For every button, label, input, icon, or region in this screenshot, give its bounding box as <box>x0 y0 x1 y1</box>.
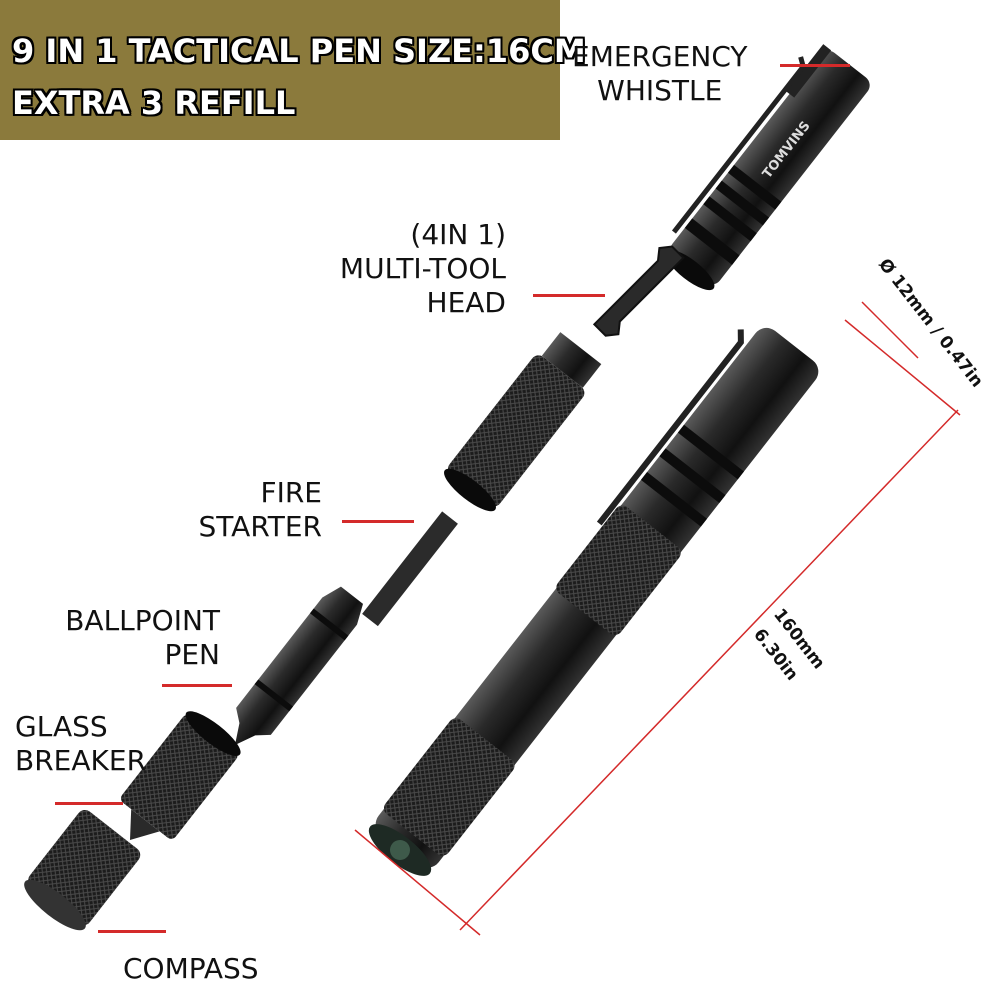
leader-fire-starter <box>342 520 414 523</box>
ballpoint-body <box>235 586 364 745</box>
leader-glass-breaker <box>55 802 123 805</box>
assembled-pen <box>368 327 819 876</box>
banner-title: 9 IN 1 TACTICAL PEN SIZE:16CM <box>12 32 586 70</box>
label-glass-breaker: GLASS BREAKER <box>15 710 147 777</box>
label-fire-starter: FIRE STARTER <box>198 476 322 543</box>
banner-subtitle: EXTRA 3 REFILL <box>12 84 296 122</box>
multi-tool-head <box>592 245 685 337</box>
diameter-dimension <box>861 301 919 359</box>
title-banner: 9 IN 1 TACTICAL PEN SIZE:16CM EXTRA 3 RE… <box>0 0 586 140</box>
glass-breaker <box>121 711 241 840</box>
leader-ballpoint-pen <box>162 684 232 687</box>
label-compass: COMPASS <box>123 952 259 985</box>
leader-compass <box>98 930 166 933</box>
knurled-section <box>444 332 602 512</box>
leader-multi-tool-head <box>533 294 605 297</box>
fire-starter-rod <box>362 511 458 627</box>
compass-cap <box>24 809 141 931</box>
length-dimension <box>354 319 961 936</box>
label-multi-tool-head: (4IN 1) MULTI-TOOL HEAD <box>339 218 506 319</box>
leader-emergency-whistle <box>780 64 850 67</box>
whistle-cap: TOMVINS <box>665 44 870 291</box>
label-ballpoint-pen: BALLPOINT PEN <box>65 604 220 671</box>
label-emergency-whistle: EMERGENCY WHISTLE <box>572 40 748 107</box>
